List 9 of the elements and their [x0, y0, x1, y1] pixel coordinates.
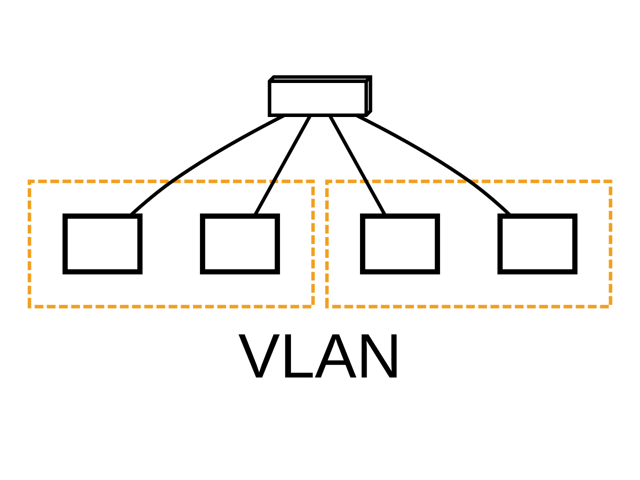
node-laptop: [62, 213, 143, 274]
cluster: [325, 179, 612, 308]
connector: [328, 114, 388, 216]
cluster: [28, 179, 315, 308]
node-laptop: [200, 213, 280, 274]
diagram-title: VLAN: [238, 321, 402, 392]
connector: [252, 114, 312, 216]
node-laptop: [360, 213, 440, 274]
node-laptop: [497, 213, 578, 274]
